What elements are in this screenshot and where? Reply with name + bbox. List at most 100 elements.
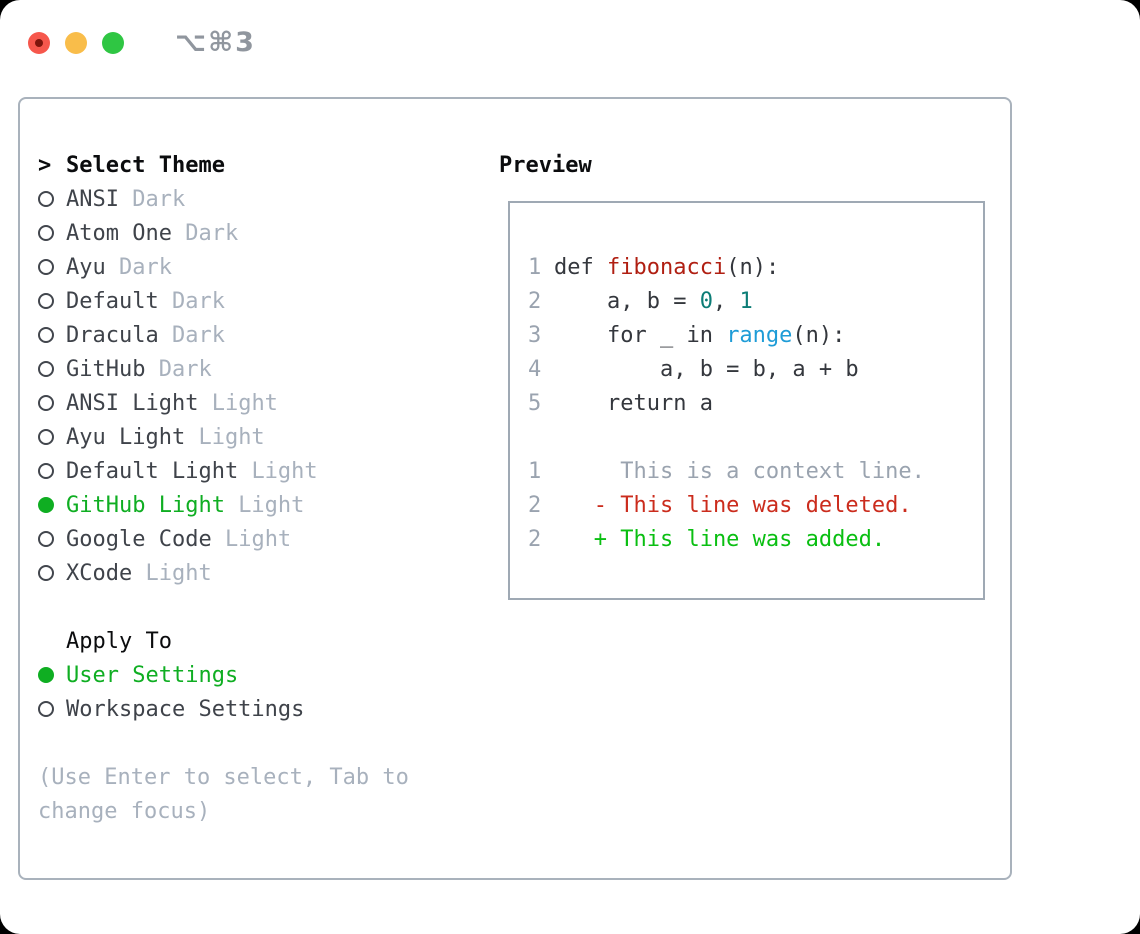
code-segment-deleted: - This line was deleted. <box>554 492 912 518</box>
window-shortcut-title: ⌥⌘3 <box>175 27 256 58</box>
apply-option-label: User Settings <box>66 662 239 688</box>
minimize-button[interactable] <box>65 31 87 54</box>
radio-icon <box>38 429 54 445</box>
theme-name: GitHub <box>66 356 159 382</box>
theme-name: Default Light <box>66 458 252 484</box>
code-segment-code: for _ in <box>554 322 727 348</box>
theme-option-google-code[interactable]: Google Code Light <box>38 522 409 556</box>
theme-name: ANSI <box>66 186 133 212</box>
code-line: 2 a, b = 0, 1 <box>528 284 925 318</box>
radio-icon <box>38 293 54 309</box>
theme-variant: Light <box>211 390 278 416</box>
apply-option-label: Workspace Settings <box>66 696 305 722</box>
prompt-caret-icon: > <box>38 152 52 178</box>
theme-variant: Dark <box>171 322 225 348</box>
code-segment-code: a, b = <box>554 288 700 314</box>
radio-icon <box>38 361 54 377</box>
code-segment-code: , <box>712 288 740 314</box>
line-number: 5 <box>528 390 542 416</box>
line-number: 2 <box>528 492 542 518</box>
theme-option-ayu[interactable]: Ayu Dark <box>38 250 409 284</box>
apply-to-title: Apply To <box>66 628 172 654</box>
apply-option-workspace-settings[interactable]: Workspace Settings <box>38 692 409 726</box>
code-segment-added: + This line was added. <box>554 526 886 552</box>
apply-to-header-row: Apply To <box>38 624 409 658</box>
theme-name: Ayu Light <box>66 424 199 450</box>
code-segment-code: (n): <box>726 254 780 280</box>
line-number: 4 <box>528 356 542 382</box>
line-number: 1 <box>528 254 542 280</box>
select-theme-header-row: > Select Theme <box>38 148 409 182</box>
theme-option-xcode[interactable]: XCode Light <box>38 556 409 590</box>
theme-name: Ayu <box>66 254 119 280</box>
theme-name: XCode <box>66 560 146 586</box>
titlebar: ⌥⌘3 <box>28 27 256 58</box>
theme-variant: Light <box>251 458 318 484</box>
apply-option-user-settings[interactable]: User Settings <box>38 658 409 692</box>
radio-icon <box>38 565 54 581</box>
theme-variant: Dark <box>158 356 212 382</box>
code-line: 4 a, b = b, a + b <box>528 352 925 386</box>
code-line <box>528 420 925 454</box>
radio-icon <box>38 225 54 241</box>
radio-icon <box>38 191 54 207</box>
hint-line-1: (Use Enter to select, Tab to <box>38 764 409 790</box>
theme-option-dracula[interactable]: Dracula Dark <box>38 318 409 352</box>
theme-option-default-light[interactable]: Default Light Light <box>38 454 409 488</box>
theme-option-ansi[interactable]: ANSI Dark <box>38 182 409 216</box>
code-segment-code: a, b = b, a + b <box>554 356 859 382</box>
theme-name: Google Code <box>66 526 225 552</box>
theme-name: Dracula <box>66 322 172 348</box>
spacer <box>38 590 409 624</box>
theme-option-ayu-light[interactable]: Ayu Light Light <box>38 420 409 454</box>
theme-variant: Light <box>238 492 305 518</box>
theme-option-github-light[interactable]: GitHub Light Light <box>38 488 409 522</box>
code-segment-context: This is a context line. <box>554 458 925 484</box>
hint-line-2: change focus) <box>38 798 211 824</box>
spacer <box>38 726 409 760</box>
code-segment-number: 1 <box>739 288 753 314</box>
preview-panel <box>508 201 985 600</box>
code-segment-code: def <box>554 254 607 280</box>
code-line: 1 def fibonacci(n): <box>528 250 925 284</box>
theme-variant: Dark <box>118 254 172 280</box>
code-line: 3 for _ in range(n): <box>528 318 925 352</box>
code-line: 2 - This line was deleted. <box>528 488 925 522</box>
line-number: 1 <box>528 458 542 484</box>
radio-icon <box>38 531 54 547</box>
code-line: 5 return a <box>528 386 925 420</box>
theme-option-default[interactable]: Default Dark <box>38 284 409 318</box>
radio-icon <box>38 463 54 479</box>
preview-title: Preview <box>499 152 592 178</box>
zoom-button[interactable] <box>102 31 124 54</box>
theme-name: ANSI Light <box>66 390 212 416</box>
theme-variant: Light <box>224 526 292 552</box>
radio-icon <box>38 395 54 411</box>
theme-variant: Light <box>145 560 212 586</box>
radio-selected-icon <box>38 667 54 683</box>
close-button[interactable] <box>28 31 50 54</box>
close-dot-icon <box>35 38 43 47</box>
radio-icon <box>38 259 54 275</box>
code-line: 1 This is a context line. <box>528 454 925 488</box>
code-segment-code: (n): <box>792 322 846 348</box>
radio-selected-icon <box>38 497 54 513</box>
theme-variant: Light <box>198 424 265 450</box>
line-number: 2 <box>528 526 542 552</box>
radio-icon <box>38 701 54 717</box>
radio-icon <box>38 327 54 343</box>
select-theme-title: Select Theme <box>66 152 225 178</box>
code-segment-code: return a <box>554 390 713 416</box>
code-line: 2 + This line was added. <box>528 522 925 556</box>
theme-name: Default <box>66 288 172 314</box>
code-segment-builtin: range <box>726 322 793 348</box>
theme-variant: Dark <box>185 220 239 246</box>
code-segment-function: fibonacci <box>606 254 727 280</box>
theme-option-atom-one[interactable]: Atom One Dark <box>38 216 409 250</box>
theme-option-github[interactable]: GitHub Dark <box>38 352 409 386</box>
theme-option-ansi-light[interactable]: ANSI Light Light <box>38 386 409 420</box>
